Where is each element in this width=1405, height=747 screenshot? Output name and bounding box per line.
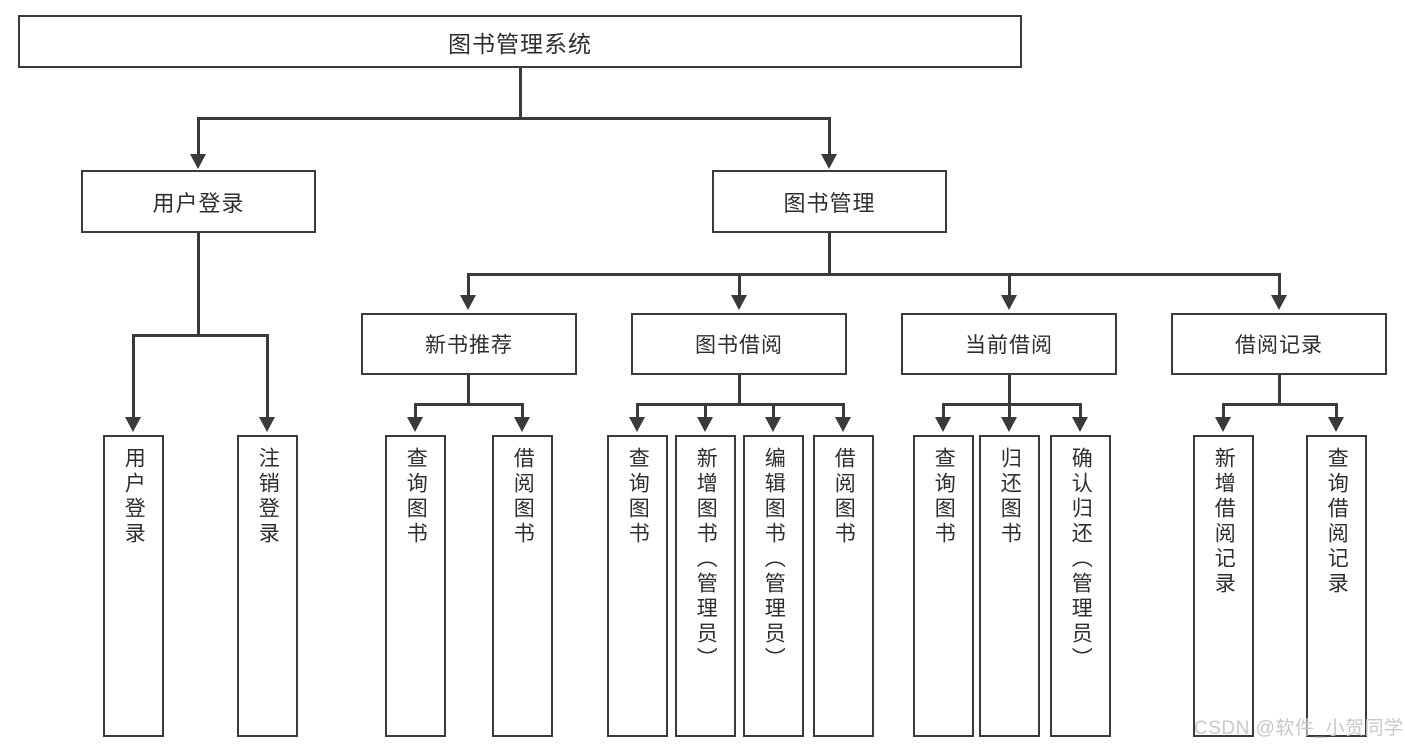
connector-book-borrow-stem: [738, 375, 741, 404]
node-label: 归还图书: [998, 447, 1022, 547]
node-leaf-confirm-return[interactable]: 确认归还（管理员）: [1050, 435, 1111, 737]
node-leaf-borrow-book-2[interactable]: 借阅图书: [813, 435, 874, 737]
node-book-borrow[interactable]: 图书借阅: [631, 313, 847, 375]
node-borrow-record[interactable]: 借阅记录: [1171, 313, 1387, 375]
connector-new-book-rec-drop-1: [414, 403, 417, 418]
connector-level2-drop-4: [1278, 273, 1281, 296]
node-label: 借阅记录: [1235, 334, 1323, 357]
connector-to-book-manage: [828, 117, 831, 155]
node-book-manage[interactable]: 图书管理: [712, 170, 947, 233]
connector-current-borrow-drop-1: [942, 403, 945, 418]
connector-current-borrow-stem: [1008, 375, 1011, 404]
node-label: 新书推荐: [425, 334, 513, 357]
node-label: 图书借阅: [695, 334, 783, 357]
node-label: 查询图书: [626, 447, 650, 547]
connector-new-book-rec-stem: [467, 375, 470, 404]
connector-book-borrow-drop-1: [636, 403, 639, 418]
arrowhead-current-borrow: [1001, 295, 1017, 310]
connector-level2-drop-1: [467, 273, 470, 296]
arrowhead-leaf-return-book: [1001, 417, 1017, 432]
node-label: 用户登录: [152, 190, 245, 216]
arrowhead-leaf-query-book-1: [407, 417, 423, 432]
node-label: 当前借阅: [965, 334, 1053, 357]
node-current-borrow[interactable]: 当前借阅: [901, 313, 1117, 375]
connector-borrow-record-bus: [1222, 403, 1338, 406]
arrowhead-leaf-borrow-book-1: [514, 417, 530, 432]
connector-root-stem: [519, 67, 522, 119]
node-leaf-add-record[interactable]: 新增借阅记录: [1193, 435, 1254, 737]
connector-to-user-login: [197, 117, 200, 155]
arrowhead-leaf-query-book-2: [629, 417, 645, 432]
node-leaf-add-book[interactable]: 新增图书（管理员）: [675, 435, 736, 737]
node-leaf-user-login[interactable]: 用户登录: [103, 435, 164, 737]
node-new-book-rec[interactable]: 新书推荐: [361, 313, 577, 375]
connector-borrow-record-drop-1: [1222, 403, 1225, 418]
node-leaf-user-logout[interactable]: 注销登录: [237, 435, 298, 737]
node-leaf-query-book-2[interactable]: 查询图书: [607, 435, 668, 737]
connector-user-login-stem: [197, 233, 200, 335]
node-leaf-query-record[interactable]: 查询借阅记录: [1306, 435, 1367, 737]
connector-borrow-record-stem: [1278, 375, 1281, 404]
connector-book-manage-stem: [828, 233, 831, 274]
connector-level2-drop-2: [738, 273, 741, 296]
node-user-login[interactable]: 用户登录: [81, 170, 316, 233]
connector-level1-bus: [197, 117, 831, 120]
node-leaf-borrow-book-1[interactable]: 借阅图书: [492, 435, 553, 737]
connector-new-book-rec-drop-2: [521, 403, 524, 418]
arrowhead-to-user-login: [190, 154, 206, 169]
connector-user-login-bus: [132, 334, 269, 337]
connector-user-login-drop-2: [266, 334, 269, 418]
node-label: 确认归还（管理员）: [1069, 447, 1093, 672]
connector-book-borrow-drop-3: [772, 403, 775, 418]
connector-book-borrow-drop-2: [704, 403, 707, 418]
connector-user-login-drop-1: [132, 334, 135, 418]
arrowhead-leaf-borrow-book-2: [835, 417, 851, 432]
connector-book-borrow-drop-4: [842, 403, 845, 418]
arrowhead-leaf-query-book-3: [935, 417, 951, 432]
arrowhead-leaf-query-record: [1328, 417, 1344, 432]
node-label: 借阅图书: [511, 447, 535, 547]
node-label: 查询图书: [404, 447, 428, 547]
connector-current-borrow-drop-2: [1008, 403, 1011, 418]
arrowhead-leaf-confirm-return: [1072, 417, 1088, 432]
node-label: 注销登录: [256, 447, 280, 547]
node-label: 编辑图书（管理员）: [762, 447, 786, 672]
node-label: 查询图书: [932, 447, 956, 547]
node-leaf-return-book[interactable]: 归还图书: [979, 435, 1040, 737]
connector-current-borrow-drop-3: [1079, 403, 1082, 418]
arrowhead-book-borrow: [731, 295, 747, 310]
arrowhead-new-book-rec: [460, 295, 476, 310]
node-leaf-edit-book[interactable]: 编辑图书（管理员）: [743, 435, 804, 737]
node-label: 图书管理系统: [448, 30, 592, 57]
node-leaf-query-book-1[interactable]: 查询图书: [385, 435, 446, 737]
node-label: 借阅图书: [832, 447, 856, 547]
arrowhead-leaf-edit-book: [765, 417, 781, 432]
node-label: 图书管理: [783, 190, 876, 216]
node-label: 查询借阅记录: [1325, 447, 1349, 597]
arrowhead-leaf-user-login: [125, 417, 141, 432]
node-label: 用户登录: [122, 447, 146, 547]
arrowhead-leaf-add-book: [697, 417, 713, 432]
arrowhead-borrow-record: [1271, 295, 1287, 310]
connector-book-borrow-bus: [636, 403, 845, 406]
connector-level2-drop-3: [1008, 273, 1011, 296]
node-root-system[interactable]: 图书管理系统: [18, 15, 1022, 68]
connector-current-borrow-bus: [942, 403, 1082, 406]
node-leaf-query-book-3[interactable]: 查询图书: [913, 435, 974, 737]
connector-new-book-rec-bus: [414, 403, 524, 406]
arrowhead-leaf-user-logout: [259, 417, 275, 432]
arrowhead-to-book-manage: [821, 154, 837, 169]
node-label: 新增借阅记录: [1212, 447, 1236, 597]
connector-borrow-record-drop-2: [1335, 403, 1338, 418]
node-label: 新增图书（管理员）: [694, 447, 718, 672]
arrowhead-leaf-add-record: [1215, 417, 1231, 432]
connector-level2-bus: [467, 273, 1280, 276]
